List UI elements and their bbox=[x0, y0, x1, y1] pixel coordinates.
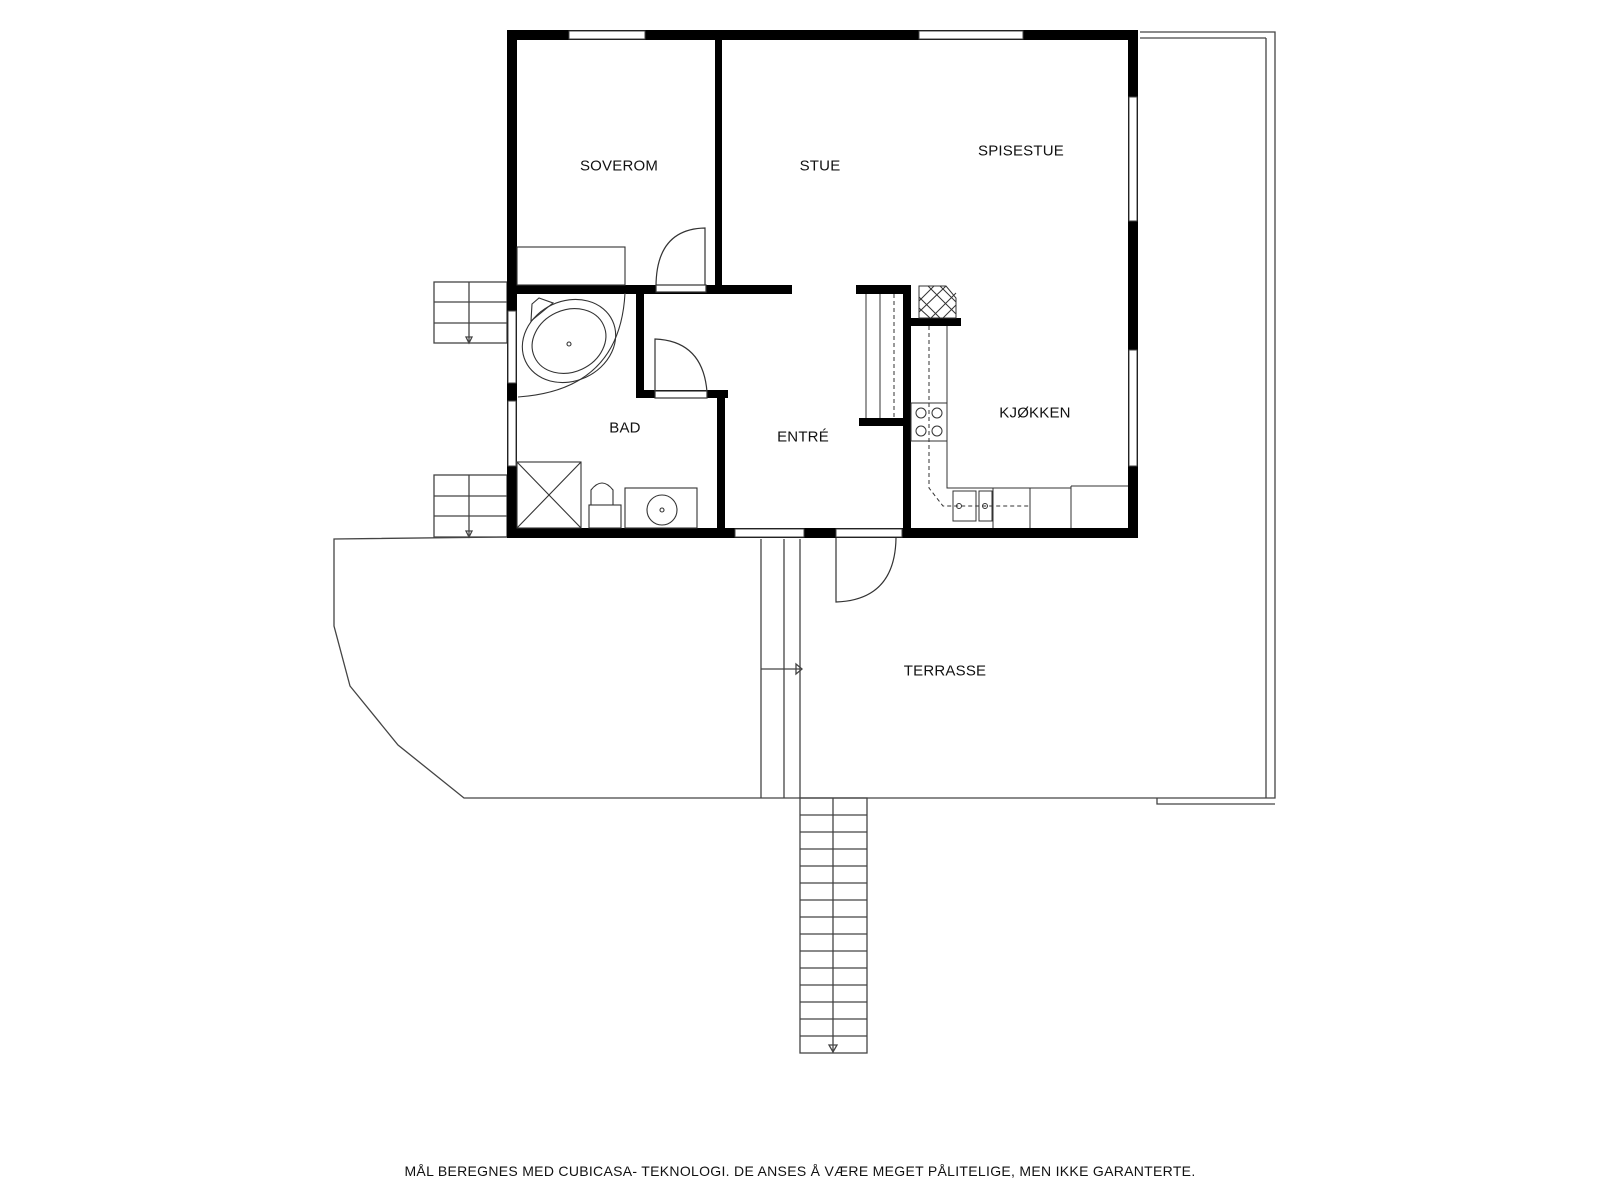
main-stair bbox=[799, 797, 868, 1054]
terrace-outline bbox=[333, 31, 1276, 799]
room-label-kjokken: KJØKKEN bbox=[999, 404, 1071, 422]
door-soverom bbox=[655, 227, 706, 288]
room-label-soverom: SOVEROM bbox=[579, 157, 659, 175]
room-label-bad: BAD bbox=[609, 419, 641, 437]
left-stair-lower bbox=[433, 474, 508, 539]
room-label-spisestue: SPISESTUE bbox=[978, 142, 1064, 160]
door-bad bbox=[654, 338, 708, 393]
room-label-stue: STUE bbox=[799, 157, 841, 175]
left-stair-upper bbox=[433, 281, 508, 345]
door-entrance bbox=[835, 537, 897, 603]
room-label-terrasse: TERRASSE bbox=[903, 662, 987, 680]
room-label-entre: ENTRÉ bbox=[777, 428, 829, 446]
ramp-stair bbox=[760, 539, 804, 798]
disclaimer-text: MÅL BEREGNES MED CUBICASA- TEKNOLOGI. DE… bbox=[404, 1163, 1196, 1179]
